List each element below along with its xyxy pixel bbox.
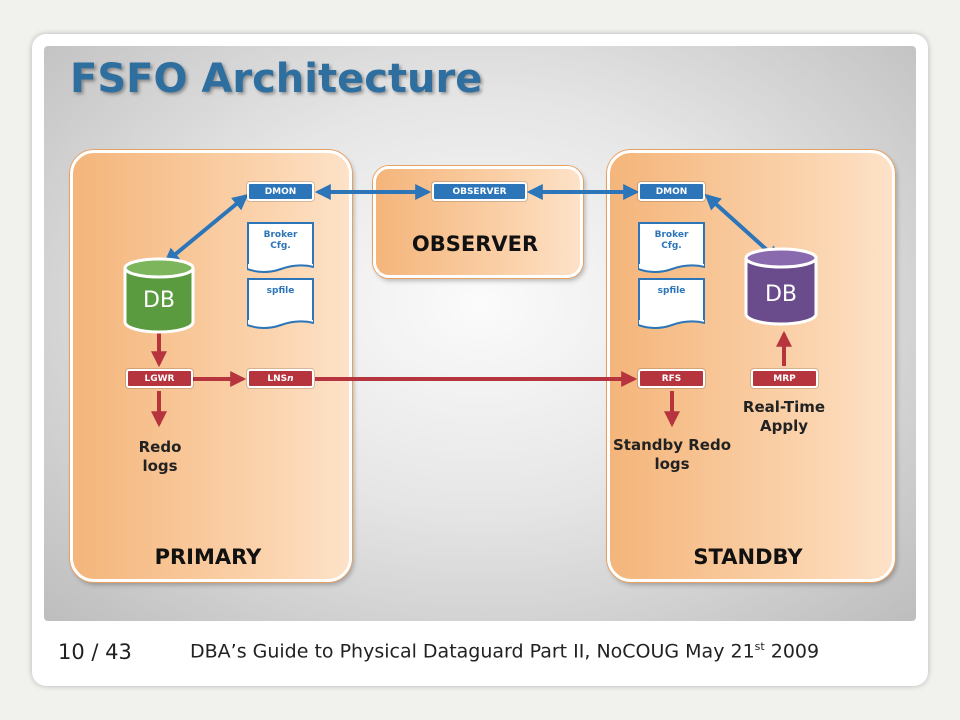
primary-database-label: DB [142,288,176,313]
mrp-process: MRP [751,369,818,388]
primary-dmon-process: DMON [247,182,314,201]
primary-database: DB [121,256,197,336]
standby-database-label: DB [764,282,798,307]
primary-broker-config-label: Broker Cfg. [263,230,298,251]
page-number: 10 / 43 [58,640,132,664]
slide-caption: DBA’s Guide to Physical Dataguard Part I… [190,640,819,662]
observer-process: OBSERVER [432,182,527,201]
observer-site-label: OBSERVER [411,232,539,256]
slide-title: FSFO Architecture [70,56,483,102]
redo-logs-label: Redo logs [138,438,182,475]
caption-year: 2009 [764,640,820,663]
standby-broker-config-label: Broker Cfg. [654,230,689,251]
page-total: 43 [105,640,132,664]
standby-database: DB [742,246,820,328]
rfs-process: RFS [638,369,705,388]
standby-dmon-process: DMON [638,182,705,201]
standby-spfile: spfile [638,278,705,329]
page-current: 10 [58,640,85,664]
caption-sup: st [754,640,765,653]
lns-suffix: n [287,373,294,384]
page-separator: / [84,640,106,664]
real-time-apply-label: Real-Time Apply [742,398,826,435]
standby-redo-logs-label: Standby Redo logs [612,436,731,473]
primary-spfile-label: spfile [266,286,295,296]
primary-broker-config-file: Broker Cfg. [247,222,314,273]
primary-site-label: PRIMARY [154,545,262,569]
standby-database-cylinder-icon [744,247,818,326]
standby-spfile-label: spfile [657,286,686,296]
primary-dmon-db-link [163,193,249,265]
standby-site-label: STANDBY [693,545,803,569]
lgwr-process: LGWR [126,369,193,388]
primary-spfile: spfile [247,278,314,329]
standby-broker-config-file: Broker Cfg. [638,222,705,273]
lns-label: LNS [267,373,288,384]
caption-main: DBA’s Guide to Physical Dataguard Part I… [190,640,755,663]
primary-database-cylinder-icon [123,257,195,334]
